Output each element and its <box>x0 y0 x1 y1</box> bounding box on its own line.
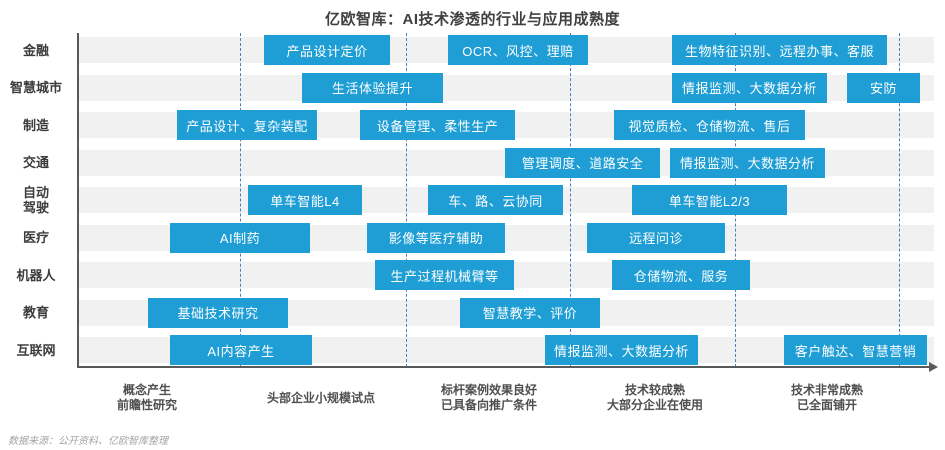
industry-label: 教育 <box>22 305 49 320</box>
application-box: 产品设计定价 <box>264 35 390 65</box>
application-box: 智慧教学、评价 <box>460 297 600 328</box>
industry-label: 交通 <box>22 155 49 170</box>
stage-gridline <box>406 33 407 367</box>
application-box: 产品设计、复杂装配 <box>177 110 317 140</box>
application-box: 远程问诊 <box>587 222 725 253</box>
industry-label: 制造 <box>22 117 49 133</box>
maturity-stage-label: 头部企业小规模试点 <box>266 390 375 405</box>
x-axis-line <box>77 366 931 368</box>
industry-label: 机器人 <box>16 267 56 283</box>
maturity-stage-label: 概念产生前瞻性研究 <box>116 383 177 412</box>
application-box: 生物特征识别、远程办事、客服 <box>672 35 887 65</box>
application-box: 管理调度、道路安全 <box>505 147 660 178</box>
application-box: 情报监测、大数据分析 <box>545 335 698 365</box>
stage-gridline <box>899 33 900 367</box>
application-box: 仓储物流、服务 <box>612 260 750 290</box>
x-axis-arrow-icon <box>929 362 938 372</box>
industry-label: 自动 驾驶 <box>22 185 49 215</box>
stage-gridline <box>240 33 241 367</box>
application-box: 车、路、云协同 <box>428 185 563 215</box>
stage-gridline <box>570 33 571 367</box>
application-box: 单车智能L4 <box>248 185 362 215</box>
chart-title: 亿欧智库：AI技术渗透的行业与应用成熟度 <box>324 11 620 28</box>
application-box: 视觉质检、仓储物流、售后 <box>614 110 805 140</box>
industry-label: 智慧城市 <box>9 80 62 95</box>
application-box: 影像等医疗辅助 <box>367 222 505 253</box>
y-axis-line <box>77 33 79 367</box>
industry-label: 医疗 <box>22 230 49 245</box>
industry-label: 互联网 <box>16 342 56 358</box>
application-box: 客户触达、智慧营销 <box>784 335 927 365</box>
application-box: 单车智能L2/3 <box>632 185 787 215</box>
application-box: 设备管理、柔性生产 <box>360 110 515 140</box>
application-box: 安防 <box>847 72 920 103</box>
application-box: 情报监测、大数据分析 <box>670 147 825 178</box>
data-source-note: 数据来源：公开资料、亿欧智库整理 <box>8 436 168 447</box>
maturity-stage-label: 标杆案例效果良好已具备向推广条件 <box>440 383 537 412</box>
application-box: AI制药 <box>170 222 310 253</box>
application-box: 情报监测、大数据分析 <box>672 72 827 103</box>
application-box: OCR、风控、理赔 <box>448 35 588 65</box>
application-box: 生活体验提升 <box>302 72 443 103</box>
maturity-stage-label: 技术非常成熟已全面铺开 <box>790 383 863 412</box>
industry-label: 金融 <box>22 42 49 58</box>
application-box: AI内容产生 <box>170 335 312 365</box>
maturity-stage-label: 技术较成熟大部分企业在使用 <box>606 383 703 412</box>
application-box: 生产过程机械臂等 <box>375 260 514 290</box>
application-box: 基础技术研究 <box>148 297 288 328</box>
